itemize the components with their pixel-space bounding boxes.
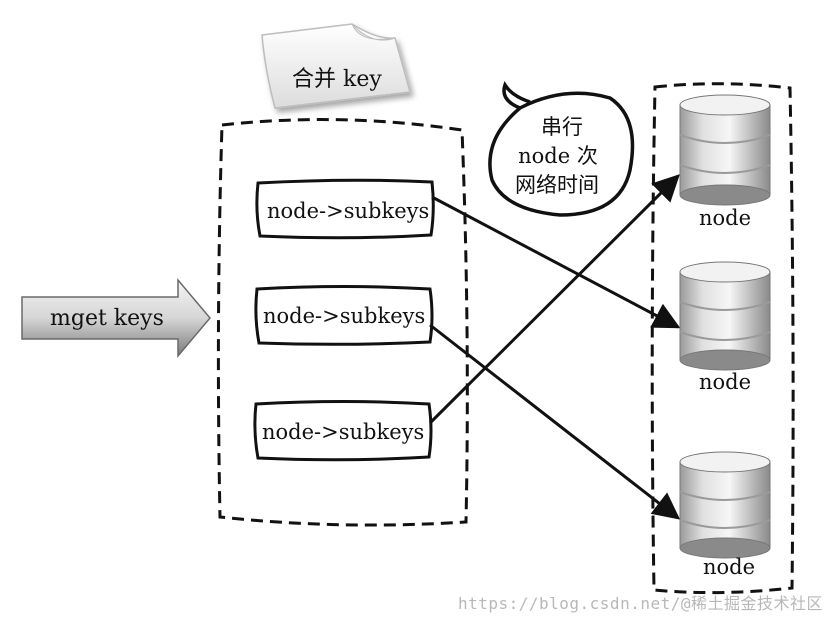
subkey-box: node->subkeys: [253, 400, 433, 462]
subkey-box: node->subkeys: [254, 285, 434, 346]
connection-arrow: [428, 174, 680, 425]
subkey-label: node->subkeys: [263, 304, 425, 328]
note-label: 合并 key: [292, 67, 382, 92]
bubble-line: 串行: [541, 115, 583, 139]
mget-keys-arrow: mget keys: [21, 277, 211, 359]
connection-arrow: [431, 195, 681, 329]
serial-time-bubble: 串行 node 次 网络时间: [488, 80, 635, 217]
subkey-label: node->subkeys: [267, 199, 429, 223]
node-label: node: [699, 206, 751, 230]
node-label: node: [699, 370, 751, 394]
database-icon: [679, 451, 771, 559]
database-icon: [679, 94, 771, 206]
note-card: 合并 key: [261, 23, 411, 109]
mget-keys-label: mget keys: [50, 306, 164, 331]
bubble-line: node 次: [518, 144, 598, 168]
watermark: https://blog.csdn.net/@稀土掘金技术社区: [457, 594, 823, 613]
bubble-line: 网络时间: [515, 173, 599, 197]
connection-arrow: [429, 323, 681, 520]
subkey-box: node->subkeys: [255, 178, 435, 240]
node-label: node: [703, 555, 755, 579]
subkey-label: node->subkeys: [262, 420, 424, 444]
database-icon: [679, 261, 771, 371]
nodes-group-border: [650, 82, 795, 595]
subkeys-group-border: [216, 118, 469, 527]
